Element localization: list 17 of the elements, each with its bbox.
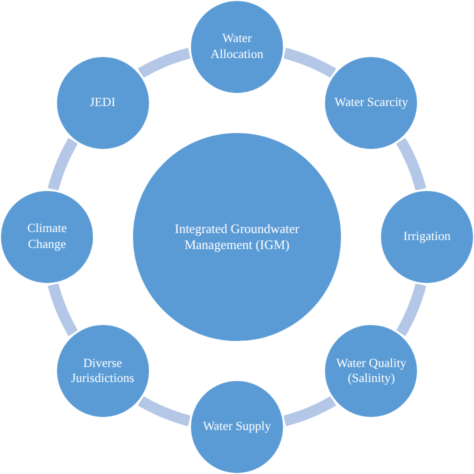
circle-label: Climate Change — [26, 221, 68, 253]
circle-label: Irrigation — [403, 229, 451, 245]
ring-connector — [396, 282, 426, 337]
ring-connector — [396, 137, 426, 192]
circle-label: Water Supply — [202, 419, 272, 435]
circle-label: Integrated Groundwater Management (IGM) — [174, 220, 300, 254]
ring-connector — [137, 48, 192, 78]
circle-label: Diverse Jurisdictions — [70, 356, 136, 387]
circle-label: Water Scarcity — [334, 94, 408, 110]
ring-connector — [282, 396, 337, 426]
circle-label: Water Quality (Salinity) — [335, 356, 408, 387]
ring-connector — [282, 48, 337, 78]
ring-connector — [48, 137, 78, 192]
ring-connector — [48, 282, 78, 337]
circle-label: Water Allocation — [210, 31, 264, 63]
ring-connector — [137, 396, 192, 426]
circle-label: JEDI — [90, 94, 116, 110]
